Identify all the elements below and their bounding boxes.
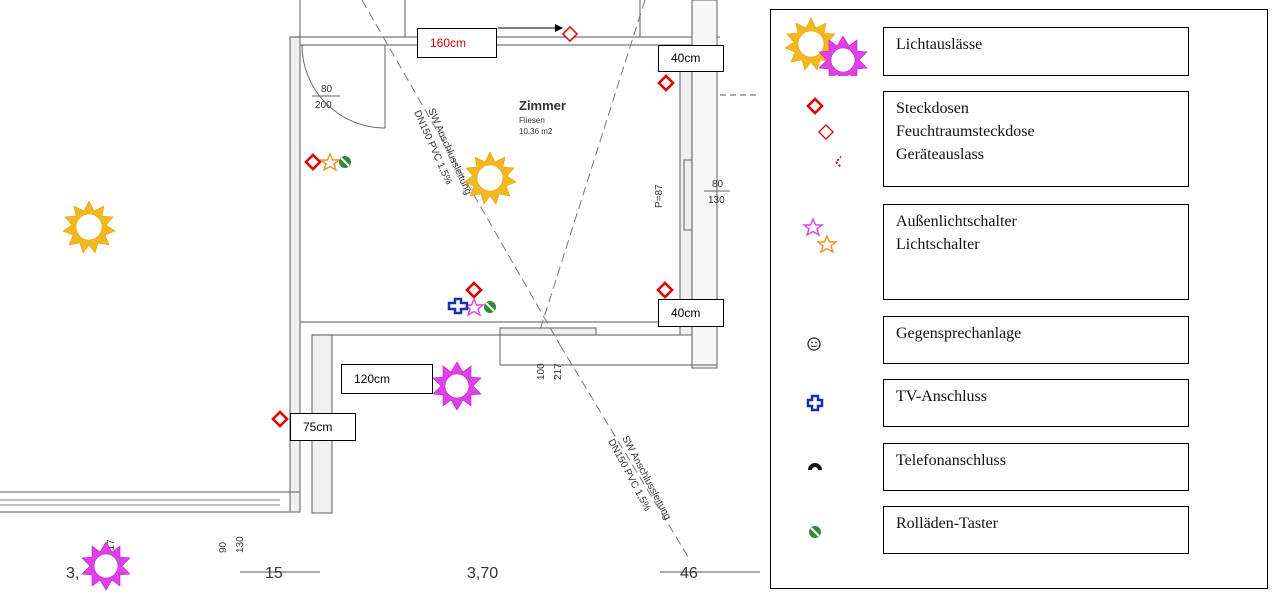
room-floor: Fliesen — [519, 116, 545, 125]
legend-intercom-label: Gegensprechanlage — [896, 325, 1022, 342]
socket-bottom-wall — [465, 281, 483, 299]
door-swing — [301, 44, 386, 129]
lower-left-partial2: 217 — [106, 539, 117, 556]
tv-socket — [447, 297, 469, 315]
room-name: Zimmer — [519, 98, 566, 113]
door1-height: 200 — [315, 100, 332, 111]
socket-lower — [271, 410, 289, 428]
door3-width: 100 — [536, 363, 547, 380]
legend-panel: Lichtauslässe Steckdosen Feuchtraumsteck… — [770, 9, 1268, 589]
floor-plan: Zimmer Fliesen 10,36 m2 SW Anschlussleit… — [0, 0, 760, 591]
socket-right-bottom — [656, 281, 674, 299]
legend-intercom-box: Gegensprechanlage — [883, 316, 1189, 364]
legend-shutter-label: Rolläden-Taster — [896, 515, 998, 532]
light-switch-left — [319, 152, 341, 172]
outdoor-light-corridor — [432, 361, 482, 411]
legend-outdoor-switch-label: Außenlichtschalter — [896, 213, 1017, 230]
dim-370: 3,70 — [467, 565, 498, 582]
callout-40cm-top: 40cm — [658, 45, 724, 72]
outdoor-light-bottom — [81, 541, 131, 591]
door2-height: 130 — [708, 195, 725, 206]
legend-sockets-box: Steckdosen Feuchtraumsteckdose Geräteaus… — [883, 91, 1189, 187]
legend-lights-label: Lichtauslässe — [896, 36, 983, 53]
legend-wet-socket-label: Feuchtraumsteckdose — [896, 123, 1035, 140]
ceiling-light-room — [463, 151, 517, 205]
shutter-button-bottom — [484, 301, 496, 313]
socket-top — [561, 25, 579, 43]
shutter-button-left — [339, 156, 351, 168]
legend-tv-box: TV-Anschluss — [883, 379, 1189, 427]
legend-light-switch-label: Lichtschalter — [896, 236, 980, 253]
intercom-icon — [807, 337, 821, 351]
callout-75cm: 75cm — [290, 413, 356, 441]
socket-left-wall — [304, 153, 322, 171]
socket-right-top — [657, 74, 675, 92]
phone-icon — [808, 463, 822, 470]
legend-sockets-label: Steckdosen — [896, 100, 969, 117]
legend-device-outlet-label: Geräteauslass — [896, 146, 984, 163]
door3-height: 217 — [553, 363, 564, 380]
arrow — [498, 24, 563, 32]
room-area: 10,36 m2 — [519, 127, 553, 136]
legend-socket-icons — [806, 97, 841, 171]
lower-door-width: 90 — [218, 541, 229, 553]
callout-40cm-bottom: 40cm — [658, 299, 724, 327]
door1-width: 80 — [321, 84, 333, 95]
callout-160cm: 160cm — [417, 28, 497, 58]
legend-lights-box: Lichtauslässe — [883, 27, 1189, 76]
legend-tv-label: TV-Anschluss — [896, 388, 987, 405]
legend-phone-box: Telefonanschluss — [883, 443, 1189, 491]
lower-door-height: 130 — [235, 536, 246, 553]
legend-phone-label: Telefonanschluss — [896, 452, 1006, 469]
legend-shutter-box: Rolläden-Taster — [883, 506, 1189, 554]
dim-15: 15 — [265, 565, 283, 582]
dim-left-partial: 3, — [66, 565, 79, 582]
ceiling-light-left — [62, 200, 116, 254]
legend-switches-box: Außenlichtschalter Lichtschalter — [883, 204, 1189, 300]
pipe-lines — [361, 0, 691, 561]
door2-width: 80 — [712, 179, 724, 190]
legend-light-icons — [785, 17, 868, 76]
wall-mark: P=87 — [654, 184, 665, 208]
shutter-icon — [809, 526, 821, 538]
tv-icon — [806, 394, 824, 412]
dim-46: 46 — [680, 565, 698, 582]
callout-120cm: 120cm — [341, 364, 433, 394]
legend-switch-icons — [802, 217, 838, 254]
